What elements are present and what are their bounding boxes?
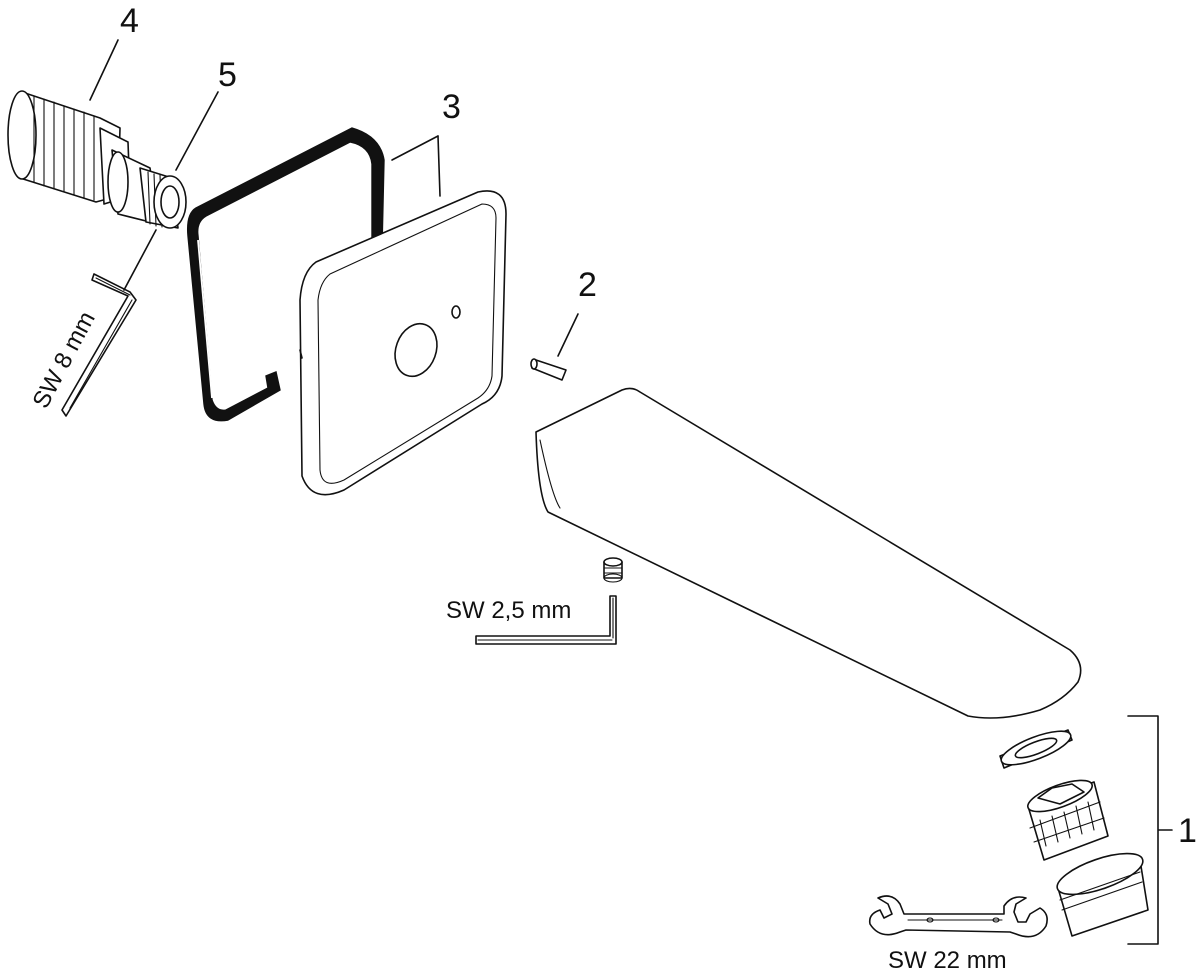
- hex-key-icon: [61, 229, 157, 417]
- washer-icon: [999, 729, 1073, 769]
- part-label-1: 1: [1178, 812, 1197, 850]
- part-label-3: 3: [442, 88, 461, 126]
- part-label-4: 4: [120, 2, 139, 40]
- tool-label-sw8: SW 8 mm: [27, 307, 100, 413]
- part-label-5: 5: [218, 56, 237, 94]
- spout-icon: [535, 387, 1082, 719]
- pin-icon: [530, 313, 579, 381]
- tool-label-sw22: SW 22 mm: [888, 947, 1007, 973]
- wrench-icon: [868, 895, 1048, 938]
- hex-key-icon: [475, 595, 617, 645]
- tool-label-sw2-5: SW 2,5 mm: [446, 597, 571, 624]
- nipple-icon: [107, 91, 219, 229]
- grub-screw-icon: [603, 557, 623, 583]
- part-1-bracket: [1127, 715, 1173, 945]
- aerator-housing-icon: [1056, 852, 1149, 937]
- cover-plate-icon: [299, 135, 507, 496]
- aerator-icon: [1027, 779, 1109, 861]
- part-label-2: 2: [578, 266, 597, 304]
